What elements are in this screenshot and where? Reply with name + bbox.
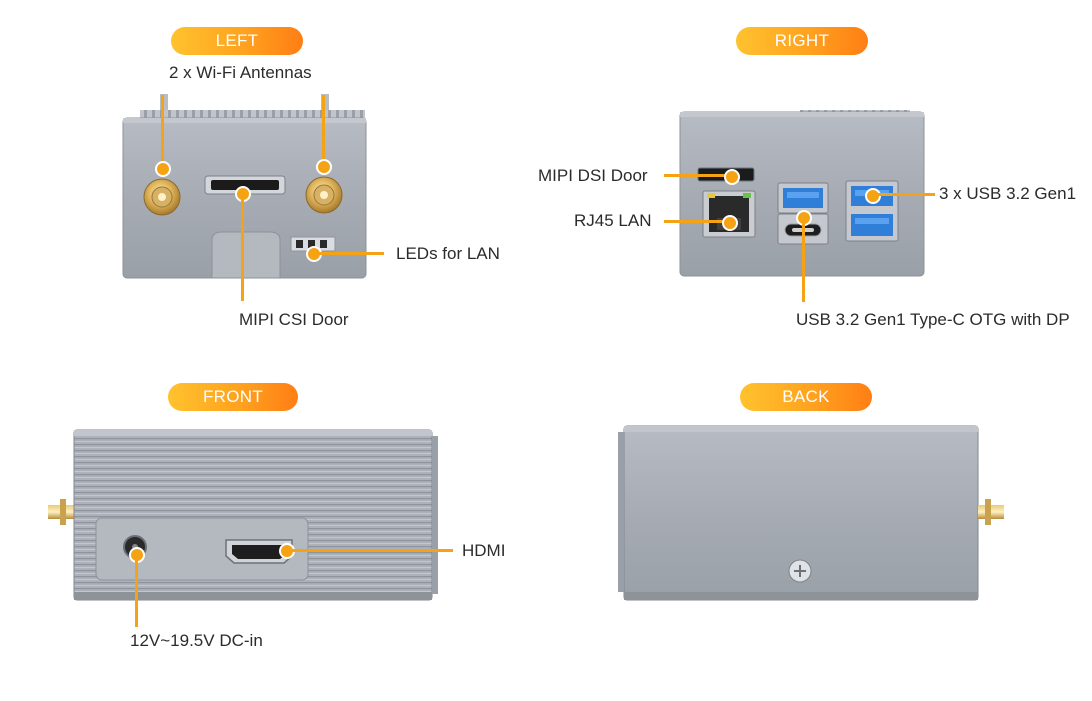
view-title-left: LEFT bbox=[171, 27, 303, 55]
callout-dot-usb bbox=[865, 188, 881, 204]
view-title-front: FRONT bbox=[168, 383, 298, 411]
callout-line-usb bbox=[877, 193, 935, 196]
label-mipi-csi-door: MIPI CSI Door bbox=[239, 310, 349, 329]
callout-line-csi bbox=[241, 196, 244, 301]
label-hdmi: HDMI bbox=[462, 541, 506, 560]
callout-dot-antenna-right bbox=[316, 159, 332, 175]
callout-line-antenna-left bbox=[161, 95, 164, 165]
label-usb-3-2-gen1: 3 x USB 3.2 Gen1 bbox=[939, 184, 1077, 203]
callout-line-dcin bbox=[135, 559, 138, 627]
label-wifi-antennas: 2 x Wi-Fi Antennas bbox=[169, 63, 312, 82]
callout-line-usbc bbox=[802, 222, 805, 302]
front-view-device bbox=[48, 429, 438, 601]
callout-line-rj45 bbox=[664, 220, 726, 223]
callout-dot-dsi bbox=[724, 169, 740, 185]
callout-line-antenna-right bbox=[322, 95, 325, 163]
back-view-device bbox=[618, 425, 1004, 601]
label-rj45-lan: RJ45 LAN bbox=[574, 211, 652, 230]
callout-dot-antenna-left bbox=[155, 161, 171, 177]
callout-line-hdmi bbox=[291, 549, 453, 552]
right-view-device bbox=[679, 110, 925, 277]
label-dc-in: 12V~19.5V DC-in bbox=[130, 631, 263, 650]
label-mipi-dsi-door: MIPI DSI Door bbox=[538, 166, 648, 185]
left-antenna-stub-left bbox=[160, 94, 168, 118]
callout-line-leds bbox=[318, 252, 384, 255]
label-leds-for-lan: LEDs for LAN bbox=[396, 244, 500, 263]
label-usb-typec-otg: USB 3.2 Gen1 Type-C OTG with DP bbox=[796, 310, 1070, 329]
callout-dot-rj45 bbox=[722, 215, 738, 231]
left-antenna-stub-right bbox=[321, 94, 329, 118]
callout-line-dsi bbox=[664, 174, 730, 177]
view-title-right: RIGHT bbox=[736, 27, 868, 55]
view-title-back: BACK bbox=[740, 383, 872, 411]
